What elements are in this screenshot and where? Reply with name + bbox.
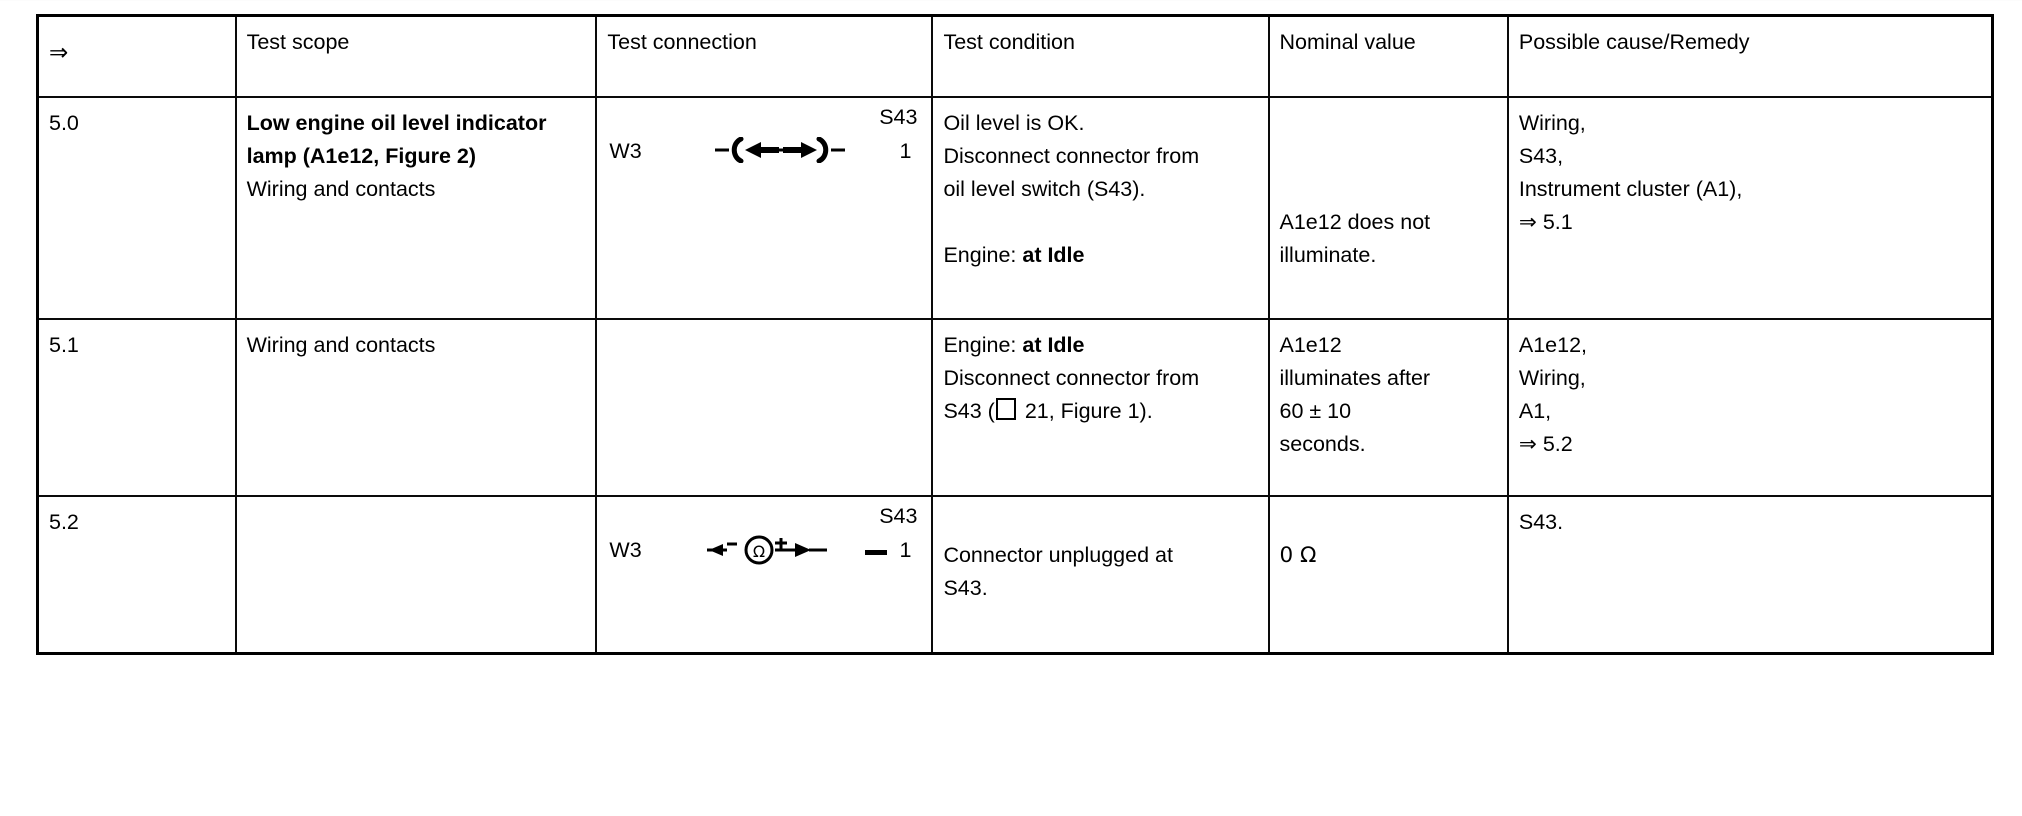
test-condition-cell: Oil level is OK. Disconnect connector fr…: [931, 96, 1270, 320]
diagram-bottom-right-label: 1: [899, 538, 912, 562]
step-number: 5.0: [36, 96, 237, 320]
header-test-condition: Test condition: [931, 14, 1270, 98]
diagram-left-label: W3: [609, 538, 642, 562]
remedy-cell: A1e12, Wiring, A1, ⇒ 5.2: [1506, 318, 1994, 497]
ohmmeter-connector-icon: Ω: [707, 535, 828, 565]
double-arrow-connector-icon: [715, 137, 846, 163]
test-scope-cell: Low engine oil level indicator lamp (A1e…: [234, 96, 598, 320]
condition-engine-prefix: Engine:: [943, 243, 1023, 267]
remedy-line-1: A1e12,: [1518, 333, 1588, 357]
header-step-arrow: ⇒: [36, 14, 237, 98]
wiring-diagram-empty: [607, 329, 921, 413]
remedy-line-2: S43,: [1518, 144, 1564, 168]
nominal-spacer-a: [1280, 107, 1497, 140]
square-box-icon: [995, 398, 1016, 420]
remedy-line-3: Instrument cluster (A1),: [1518, 177, 1743, 201]
nominal-line-1: A1e12: [1279, 333, 1342, 357]
condition-line-2: Disconnect connector from: [943, 366, 1200, 390]
table-row: 5.2 W3 S43 1: [36, 495, 1994, 655]
nominal-value-cell: 0 Ω: [1267, 495, 1509, 655]
test-scope-cell: Wiring and contacts: [234, 318, 598, 497]
step-number: 5.2: [36, 495, 237, 655]
test-connection-cell: W3 S43 1: [595, 96, 934, 320]
test-scope-note: Wiring and contacts: [246, 333, 436, 357]
test-connection-cell: W3 S43 1 Ω: [595, 495, 934, 655]
remedy-cell: S43.: [1506, 495, 1994, 655]
condition-ref-suffix: 21, Figure 1).: [1018, 399, 1153, 423]
diagram-top-right-label: S43: [879, 105, 918, 129]
condition-line-1: Connector unplugged at: [943, 543, 1173, 567]
nominal-spacer-b: [1280, 140, 1497, 173]
nominal-value-cell: A1e12 illuminates after 60 ± 10 seconds.: [1267, 318, 1509, 497]
test-scope-cell: [234, 495, 598, 655]
header-test-scope: Test scope: [234, 14, 598, 98]
condition-ref-prefix: S43 (: [943, 399, 995, 423]
double-arrow-icon: ⇒: [49, 39, 69, 65]
remedy-line-1: S43.: [1518, 510, 1564, 534]
condition-spacer: [943, 506, 1257, 539]
header-possible-cause-remedy: Possible cause/Remedy: [1506, 14, 1994, 98]
header-nominal-value: Nominal value: [1267, 14, 1509, 98]
nominal-line-1: 0 Ω: [1279, 543, 1317, 568]
condition-line-1: Oil level is OK.: [943, 111, 1085, 135]
test-connection-cell: [595, 318, 934, 497]
remedy-step-link: ⇒ 5.2: [1518, 432, 1573, 456]
test-condition-cell: Connector unplugged at S43.: [931, 495, 1270, 655]
condition-engine-state: Engine: at Idle: [943, 329, 1257, 362]
condition-engine-prefix: Engine:: [943, 333, 1023, 357]
nominal-line-4: seconds.: [1279, 432, 1366, 456]
wiring-diagram: W3 S43 1 Ω: [607, 504, 921, 590]
test-condition-cell: Engine: at Idle Disconnect connector fro…: [931, 318, 1270, 497]
remedy-cell: Wiring, S43, Instrument cluster (A1), ⇒ …: [1506, 96, 1994, 320]
diagram-top-right-label: S43: [879, 504, 918, 528]
header-test-connection: Test connection: [595, 14, 934, 98]
condition-engine-state: Engine: at Idle: [943, 239, 1257, 272]
diagram-terminal-stub: [865, 550, 888, 555]
table-row: 5.1 Wiring and contacts Engine: at Idle …: [36, 318, 1994, 497]
nominal-spacer: [1280, 506, 1497, 539]
table-row: 5.0 Low engine oil level indicator lamp …: [36, 96, 1994, 320]
nominal-line-2: illuminates after: [1279, 366, 1431, 390]
diagram-left-label: W3: [609, 139, 642, 163]
test-scope-title: Low engine oil level indicator lamp (A1e…: [246, 111, 547, 168]
condition-line-3: S43 ( 21, Figure 1).: [943, 395, 1257, 428]
table-header-row: ⇒ Test scope Test connection Test condit…: [36, 14, 1994, 98]
svg-text:Ω: Ω: [753, 542, 765, 561]
step-number: 5.1: [36, 318, 237, 497]
condition-line-2: Disconnect connector from: [943, 144, 1200, 168]
test-scope-note: Wiring and contacts: [246, 177, 436, 201]
condition-engine-value: at Idle: [1022, 243, 1085, 267]
condition-spacer: [943, 206, 1257, 239]
remedy-step-link: ⇒ 5.1: [1518, 210, 1573, 234]
remedy-line-3: A1,: [1518, 399, 1552, 423]
condition-engine-value: at Idle: [1022, 333, 1085, 357]
diagnostic-table: ⇒ Test scope Test connection Test condit…: [36, 14, 1994, 655]
nominal-line-1: A1e12 does not: [1279, 210, 1431, 234]
nominal-value-cell: A1e12 does not illuminate.: [1267, 96, 1509, 320]
nominal-line-2: illuminate.: [1279, 243, 1377, 267]
wiring-diagram: W3 S43 1: [607, 105, 921, 191]
nominal-spacer-c: [1280, 173, 1497, 206]
nominal-line-3: 60 ± 10: [1279, 399, 1352, 423]
condition-line-3: oil level switch (S43).: [943, 177, 1146, 201]
condition-line-2: S43.: [943, 576, 988, 600]
remedy-line-2: Wiring,: [1518, 366, 1586, 390]
diagram-bottom-right-label: 1: [899, 139, 912, 163]
remedy-line-1: Wiring,: [1518, 111, 1586, 135]
